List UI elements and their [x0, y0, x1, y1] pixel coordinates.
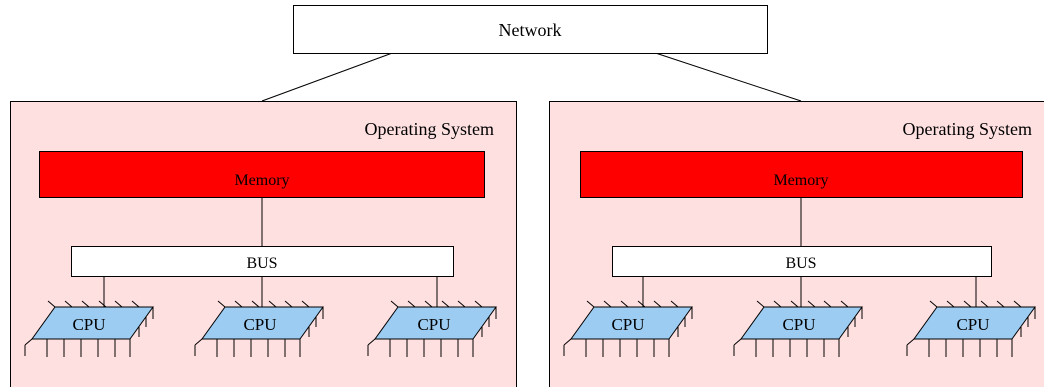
- os-label-2: Operating System: [903, 119, 1032, 139]
- cpu-chip-2-2: CPU: [733, 300, 863, 357]
- cpu-label-2-2: CPU: [782, 315, 815, 334]
- network-link-right: [656, 53, 802, 102]
- network-label: Network: [499, 20, 562, 40]
- memory-label-2: Memory: [773, 172, 828, 189]
- system-1: Operating System Memory BUS CPU CPU CPU: [10, 101, 517, 387]
- bus-label-2: BUS: [785, 255, 816, 272]
- memory-label-1: Memory: [234, 172, 289, 189]
- bus-box-1: [71, 246, 454, 277]
- cpu-chip-2-1: CPU: [563, 300, 693, 357]
- cpu-label-1-3: CPU: [417, 315, 450, 334]
- cpu-label-2-3: CPU: [956, 315, 989, 334]
- cpu-label-1-1: CPU: [72, 315, 105, 334]
- cpu-chip-1-1: CPU: [24, 300, 154, 357]
- os-box-2: [549, 101, 1044, 387]
- os-label-1: Operating System: [365, 119, 494, 139]
- network-link-left: [261, 53, 392, 102]
- system-2: Operating System Memory BUS CPU CPU CPU: [549, 101, 1044, 387]
- cpu-chip-1-3: CPU: [367, 300, 497, 357]
- cpu-label-2-1: CPU: [611, 315, 644, 334]
- network-box: [293, 5, 768, 54]
- bus-label-1: BUS: [246, 255, 277, 272]
- cpu-label-1-2: CPU: [243, 315, 276, 334]
- memory-box-2: [580, 151, 1023, 198]
- cpu-chip-1-2: CPU: [194, 300, 324, 357]
- bus-box-2: [612, 246, 992, 277]
- cpu-chip-2-3: CPU: [906, 300, 1036, 357]
